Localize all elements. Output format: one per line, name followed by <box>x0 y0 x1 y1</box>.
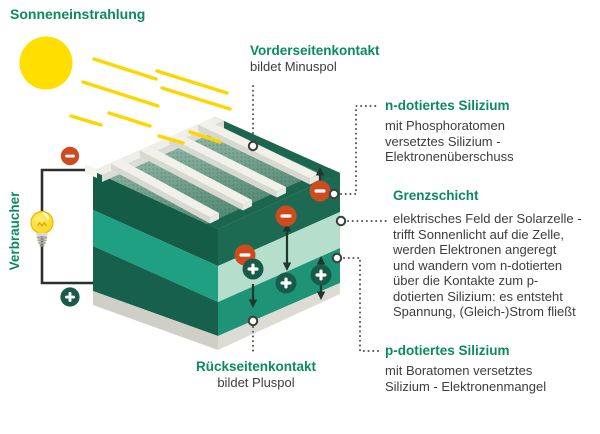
front-contact-subtitle: bildet Minuspol <box>250 59 337 74</box>
back-contact-label: Rückseitenkontakt bildet Pluspol <box>156 358 356 391</box>
n-silicon-label: n-dotiertes Silizium mit Phosphoratomen … <box>385 97 514 165</box>
front-contact-label: Vorderseitenkontakt bildet Minuspol <box>250 42 380 75</box>
plus-charge-icon <box>242 258 264 280</box>
layer-p-right <box>218 248 340 336</box>
consumer-label: Verbraucher <box>7 191 22 271</box>
diagram-title: Sonneneinstrahlung <box>10 6 146 22</box>
layer-back-contact-left <box>93 291 218 350</box>
p-silicon-label: p-dotiertes Silizium mit Boratomen verse… <box>385 342 546 394</box>
boundary-layer-label: Grenzschicht elektrisches Feld der Solar… <box>393 187 582 320</box>
layer-back-contact-right <box>218 283 340 350</box>
front-contact-grid <box>85 117 319 224</box>
n-silicon-body: mit Phosphoratomen versetztes Silizium -… <box>385 118 514 164</box>
front-contact-heading: Vorderseitenkontakt <box>250 43 380 58</box>
leader-p-silicon <box>343 257 380 352</box>
contact-finger <box>169 133 286 192</box>
layer-p-left <box>93 246 218 336</box>
p-silicon-heading: p-dotiertes Silizium <box>385 343 510 358</box>
electrons <box>234 180 331 266</box>
top-face-ne-margin <box>206 117 340 178</box>
back-contact-subtitle: bildet Pluspol <box>217 375 295 390</box>
layer-n-left <box>93 171 218 266</box>
light-bulb-icon <box>30 210 54 247</box>
leader-lines <box>252 85 388 354</box>
n-silicon-heading: n-dotiertes Silizium <box>385 98 510 113</box>
holes <box>242 258 332 294</box>
layer-boundary-right <box>218 212 340 302</box>
contact-finger <box>140 146 252 205</box>
sun-icon <box>19 36 73 90</box>
top-face-se-margin <box>207 168 340 229</box>
cell-left-face <box>93 171 218 350</box>
minus-charge-icon <box>275 205 297 227</box>
p-silicon-body: mit Boratomen versetztes Silizium - Elek… <box>385 363 547 394</box>
plus-charge-icon <box>310 264 332 286</box>
layer-boundary-left <box>93 210 218 302</box>
minus-charge-icon <box>309 180 331 202</box>
contact-finger <box>111 159 219 218</box>
contact-finger <box>198 120 319 179</box>
plus-charge-icon <box>275 272 297 294</box>
busbar-end-cap <box>85 164 97 178</box>
boundary-layer-heading: Grenzschicht <box>393 188 479 203</box>
sun-rays <box>69 57 232 128</box>
rays-on-cell <box>157 130 222 145</box>
leader-n-silicon <box>340 105 380 195</box>
back-contact-heading: Rückseitenkontakt <box>195 359 317 374</box>
circuit-plus <box>60 287 80 307</box>
boundary-layer-body: elektrisches Feld der Solarzelle - triff… <box>393 211 582 319</box>
connector-dots <box>247 140 347 327</box>
circuit-minus <box>60 146 80 166</box>
